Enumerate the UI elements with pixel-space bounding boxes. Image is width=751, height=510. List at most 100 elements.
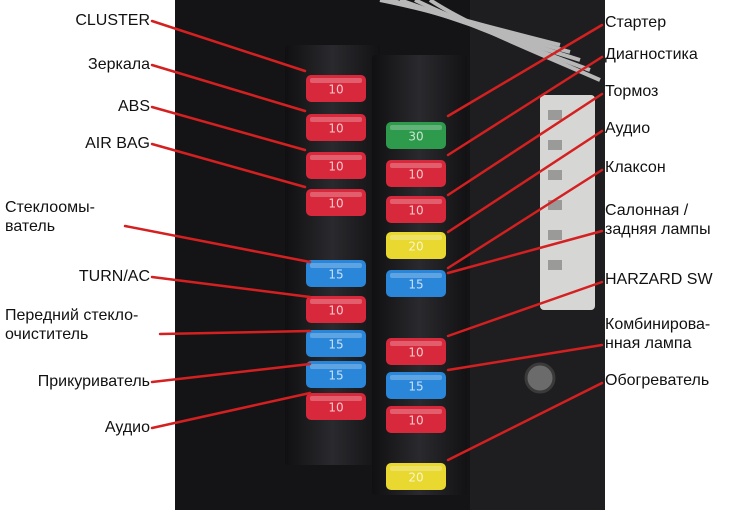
pointer-brake bbox=[446, 92, 604, 197]
left-fuse-6-body bbox=[306, 296, 366, 323]
right-fuse-8-rating: 10 bbox=[408, 414, 423, 428]
label-front-wiper-line: Передний стекло- bbox=[5, 307, 139, 324]
left-fuse-1-rating: 10 bbox=[328, 83, 343, 97]
left-fuse-3-highlight bbox=[310, 155, 362, 160]
left-fuse-7: 15 bbox=[306, 330, 366, 357]
left-fuse-4-highlight bbox=[310, 192, 362, 197]
right-fuse-1-rating: 30 bbox=[408, 130, 423, 144]
right-fuse-6-rating: 10 bbox=[408, 346, 423, 360]
label-hazard: HARZARD SW bbox=[605, 270, 713, 289]
right-fuse-2-body bbox=[386, 160, 446, 187]
pointer-starter bbox=[446, 23, 604, 118]
label-brake: Тормоз bbox=[605, 82, 658, 101]
label-audio-left: Аудио bbox=[105, 418, 150, 437]
right-fuse-4: 20 bbox=[386, 232, 446, 259]
pointer-audio-left bbox=[150, 391, 312, 430]
right-fuse-7: 15 bbox=[386, 372, 446, 399]
left-fuse-5-body bbox=[306, 260, 366, 287]
left-fuse-1-highlight bbox=[310, 78, 362, 83]
pointer-cluster bbox=[150, 19, 307, 73]
label-lighter-line: Прикуриватель bbox=[37, 373, 150, 390]
left-fuse-4: 10 bbox=[306, 189, 366, 216]
bolt bbox=[524, 362, 556, 394]
left-fuse-8-body bbox=[306, 361, 366, 388]
right-fuse-5-body bbox=[386, 270, 446, 297]
label-cluster: CLUSTER bbox=[75, 11, 150, 30]
right-fuse-8-highlight bbox=[390, 409, 442, 414]
left-fuse-9: 10 bbox=[306, 393, 366, 420]
label-combo-lamp-line: нная лампа bbox=[605, 335, 692, 352]
left-fuse-2-highlight bbox=[310, 117, 362, 122]
connector-slots bbox=[548, 110, 562, 270]
right-fuse-2-highlight bbox=[390, 163, 442, 168]
right-fuse-7-highlight bbox=[390, 375, 442, 380]
label-cluster-line: CLUSTER bbox=[75, 12, 150, 29]
pointer-front-wiper bbox=[158, 329, 312, 336]
left-fuse-2-body bbox=[306, 114, 366, 141]
label-airbag-line: AIR BAG bbox=[85, 135, 150, 152]
right-fuse-1: 30 bbox=[386, 122, 446, 149]
right-fuse-4-highlight bbox=[390, 235, 442, 240]
label-hazard-line: HARZARD SW bbox=[605, 271, 713, 288]
label-diagnostics: Диагностика bbox=[605, 45, 698, 64]
label-abs-line: ABS bbox=[117, 98, 150, 115]
right-fuse-6-highlight bbox=[390, 341, 442, 346]
label-horn-line: Клаксон bbox=[605, 159, 666, 176]
left-fuse-5-highlight bbox=[310, 263, 362, 268]
left-fuse-1-body bbox=[306, 75, 366, 102]
pointer-lighter bbox=[150, 362, 312, 384]
label-washer: Стеклоомы-ватель bbox=[5, 198, 95, 236]
right-fuse-2: 10 bbox=[386, 160, 446, 187]
left-fuse-4-body bbox=[306, 189, 366, 216]
right-fuse-5-rating: 15 bbox=[408, 278, 423, 292]
right-fuse-3-body bbox=[386, 196, 446, 223]
right-fuse-9-body bbox=[386, 463, 446, 490]
label-washer-line: Стеклоомы- bbox=[5, 199, 95, 216]
left-fuse-6-rating: 10 bbox=[328, 304, 343, 318]
left-fuse-8: 15 bbox=[306, 361, 366, 388]
right-fuse-6: 10 bbox=[386, 338, 446, 365]
label-abs: ABS bbox=[118, 97, 150, 116]
right-fuse-5: 15 bbox=[386, 270, 446, 297]
pointer-cabin-lamp bbox=[446, 229, 604, 275]
right-fuse-1-highlight bbox=[390, 125, 442, 130]
right-fuse-7-body bbox=[386, 372, 446, 399]
right-fuse-7-rating: 15 bbox=[408, 380, 423, 394]
right-fuse-2-rating: 10 bbox=[408, 168, 423, 182]
left-fuse-6: 10 bbox=[306, 296, 366, 323]
right-fuse-9-rating: 20 bbox=[408, 471, 423, 485]
left-fuse-5: 15 bbox=[306, 260, 366, 287]
left-fuse-3-body bbox=[306, 152, 366, 179]
left-fuse-1: 10 bbox=[306, 75, 366, 102]
pointer-abs bbox=[150, 105, 307, 152]
left-fuse-9-highlight bbox=[310, 396, 362, 401]
pointer-hazard bbox=[446, 280, 604, 338]
right-fuse-5-highlight bbox=[390, 273, 442, 278]
pointer-mirrors bbox=[150, 63, 307, 113]
fuse-panel-left bbox=[285, 45, 380, 465]
label-lighter: Прикуриватель bbox=[38, 372, 150, 391]
right-fuse-1-body bbox=[386, 122, 446, 149]
left-fuse-9-rating: 10 bbox=[328, 401, 343, 415]
right-fuse-4-rating: 20 bbox=[408, 240, 423, 254]
label-diagnostics-line: Диагностика bbox=[605, 46, 698, 63]
label-airbag: AIR BAG bbox=[85, 134, 150, 153]
label-cabin-lamp: Салонная /задняя лампы bbox=[605, 201, 711, 239]
left-fuse-2-rating: 10 bbox=[328, 122, 343, 136]
pointer-washer bbox=[123, 224, 312, 264]
left-fuse-8-rating: 15 bbox=[328, 369, 343, 383]
right-fuse-3-rating: 10 bbox=[408, 204, 423, 218]
left-fuse-3-rating: 10 bbox=[328, 160, 343, 174]
label-turn-ac-line: TURN/AC bbox=[78, 268, 150, 285]
left-fuse-2: 10 bbox=[306, 114, 366, 141]
right-fuse-9: 20 bbox=[386, 463, 446, 490]
pointer-heater bbox=[446, 381, 604, 462]
right-fuse-8-body bbox=[386, 406, 446, 433]
pointer-combo-lamp bbox=[446, 343, 604, 372]
left-fuse-4-rating: 10 bbox=[328, 197, 343, 211]
right-fuse-3-highlight bbox=[390, 199, 442, 204]
label-brake-line: Тормоз bbox=[605, 83, 659, 100]
label-front-wiper-line: очиститель bbox=[5, 326, 89, 343]
label-front-wiper: Передний стекло-очиститель bbox=[5, 306, 138, 344]
